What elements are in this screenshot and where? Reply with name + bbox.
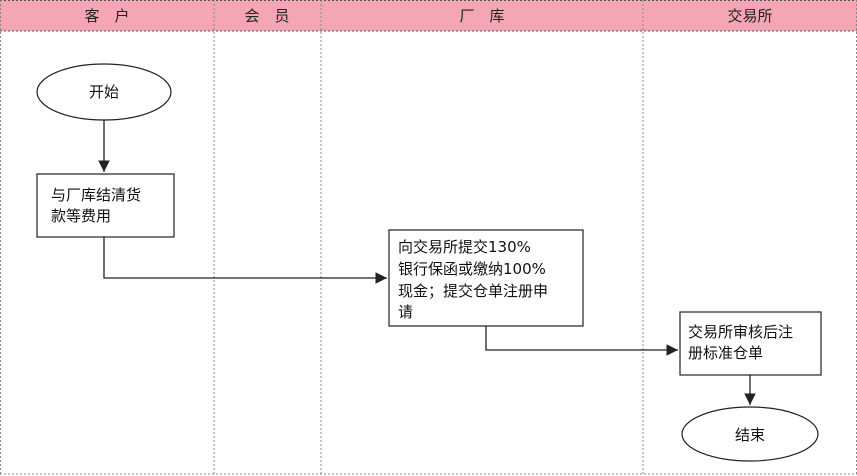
submit-application-line-4: 请 [398, 303, 413, 321]
review-register-line-2: 册标准仓单 [688, 344, 763, 362]
lane-header-warehouse: 厂 库 [459, 7, 504, 25]
submit-application-line-3: 现金；提交仓单注册申 [398, 282, 548, 300]
settle-payment-box [36, 173, 175, 238]
submit-application-line-1: 向交易所提交130% [398, 238, 531, 256]
settle-payment-line-2: 款等费用 [51, 207, 111, 225]
header-band [0, 0, 857, 31]
lane-header-exchange: 交易所 [727, 7, 772, 25]
submit-application-box [388, 229, 584, 327]
connector-arrow [103, 237, 387, 284]
review-register-box [679, 311, 822, 376]
end-label: 结束 [735, 426, 765, 444]
lane-header-member: 会 员 [244, 7, 289, 25]
settle-payment-line-1: 与厂库结清货 [51, 186, 141, 204]
start-label: 开始 [89, 83, 119, 101]
review-register-line-1: 交易所审核后注 [688, 323, 793, 341]
lane-header-customer: 客 户 [84, 7, 129, 25]
end-node [681, 406, 819, 462]
connector-arrow [485, 326, 678, 356]
submit-application-line-2: 银行保函或缴纳100% [398, 260, 546, 278]
